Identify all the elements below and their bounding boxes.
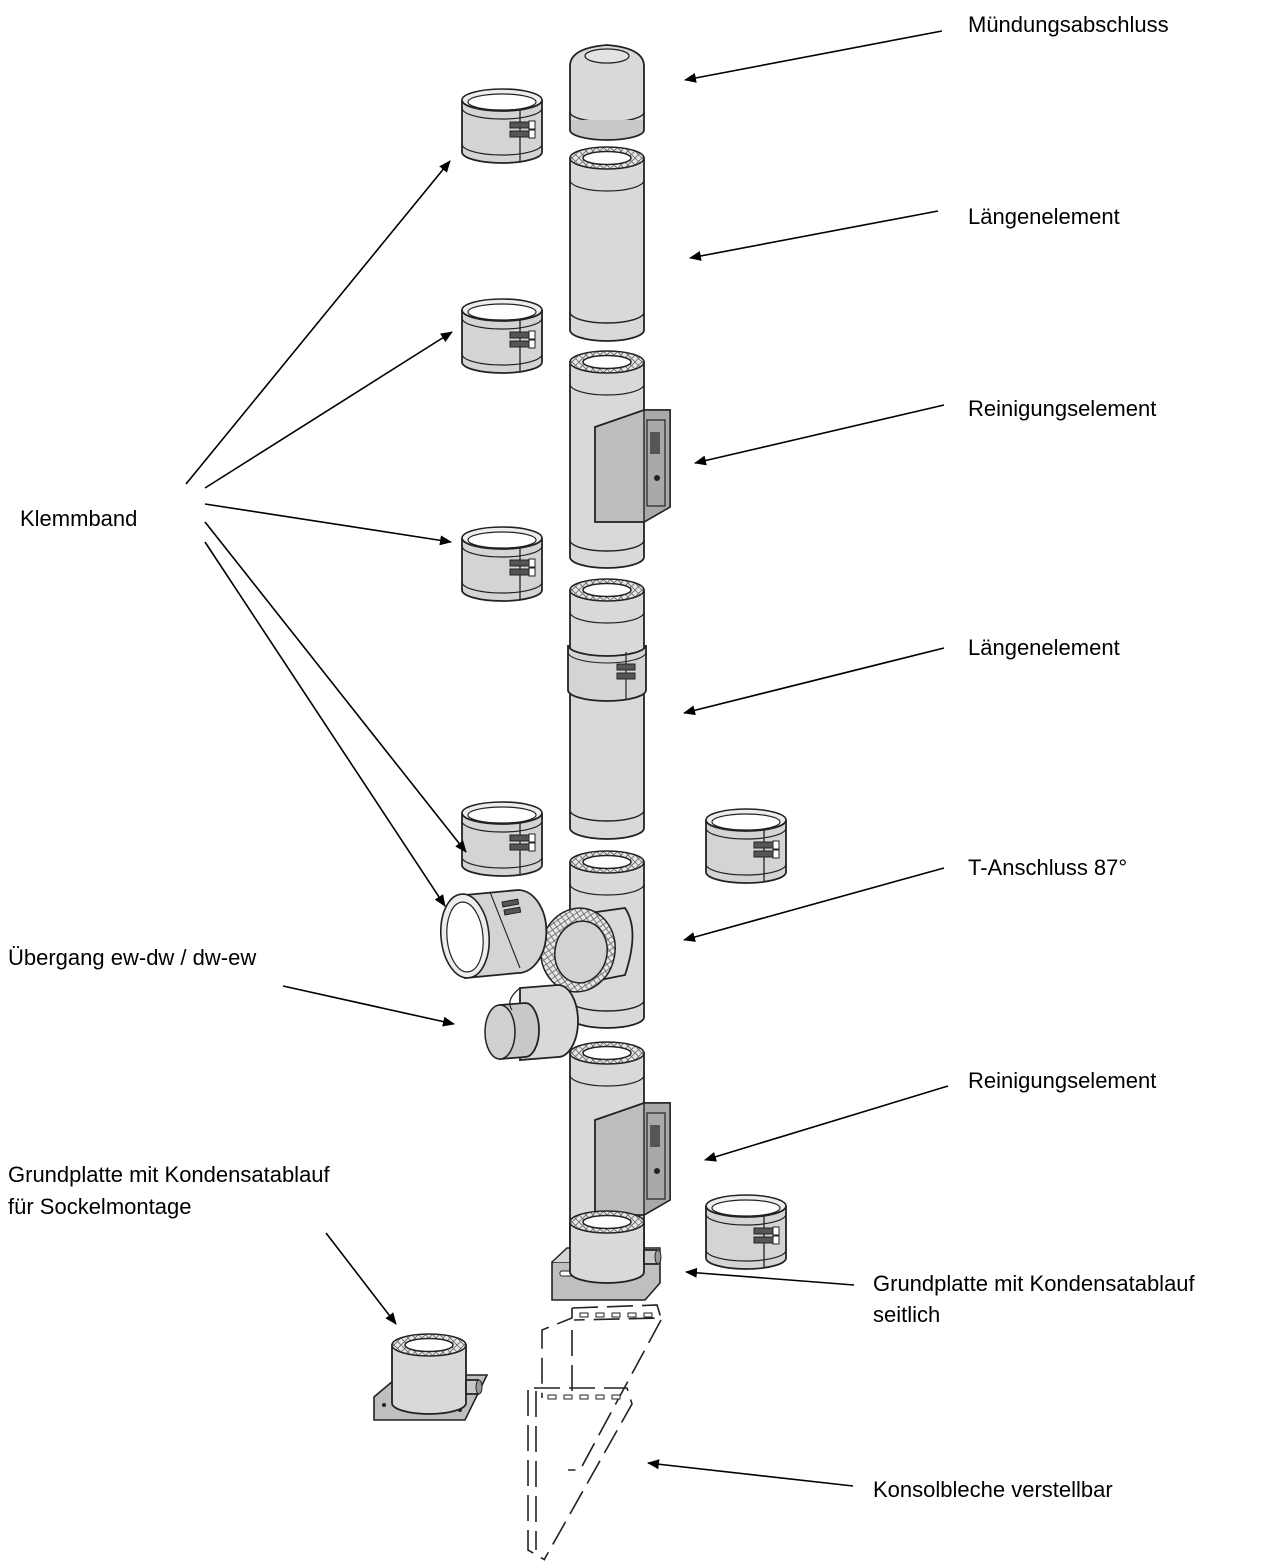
- uebergang-part: [484, 984, 579, 1061]
- label-konsolbleche: Konsolbleche verstellbar: [873, 1477, 1113, 1502]
- label-grundplatte-seitlich-line2: seitlich: [873, 1302, 940, 1327]
- label-laengenelement-2: Längenelement: [968, 635, 1120, 660]
- klemmband-part-3: [461, 526, 543, 602]
- klemmband-part-2: [461, 298, 543, 374]
- konsolbleche-part: [527, 1304, 663, 1561]
- label-reinigungselement-1: Reinigungselement: [968, 396, 1156, 421]
- label-muendungsabschluss: Mündungsabschluss: [968, 12, 1169, 37]
- grundplatte-sockel-part: [373, 1333, 489, 1421]
- leader-lines: [185, 30, 949, 1487]
- klemmband-part-5: [705, 808, 787, 884]
- label-laengenelement-1: Längenelement: [968, 204, 1120, 229]
- klemmband-part-4: [461, 801, 543, 877]
- laengenelement-1-part: [569, 146, 645, 342]
- label-reinigungselement-2: Reinigungselement: [968, 1068, 1156, 1093]
- label-grundplatte-seitlich-line1: Grundplatte mit Kondensatablauf: [873, 1271, 1196, 1296]
- klemmband-tilted-part: [440, 889, 548, 979]
- laengenelement-2-part: [567, 578, 647, 840]
- label-uebergang: Übergang ew-dw / dw-ew: [8, 945, 256, 970]
- t-anschluss-part: [540, 850, 645, 1029]
- klemmband-part-1: [461, 88, 543, 164]
- klemmband-part-6: [705, 1194, 787, 1270]
- muendungsabschluss-part: [569, 44, 645, 141]
- label-grundplatte-sockel-line1: Grundplatte mit Kondensatablauf: [8, 1162, 331, 1187]
- label-klemmband: Klemmband: [20, 506, 137, 531]
- grundplatte-seitlich-part: [551, 1210, 662, 1301]
- reinigungselement-1-part: [569, 350, 671, 569]
- label-grundplatte-sockel-line2: für Sockelmontage: [8, 1194, 191, 1219]
- label-t-anschluss: T-Anschluss 87°: [968, 855, 1127, 880]
